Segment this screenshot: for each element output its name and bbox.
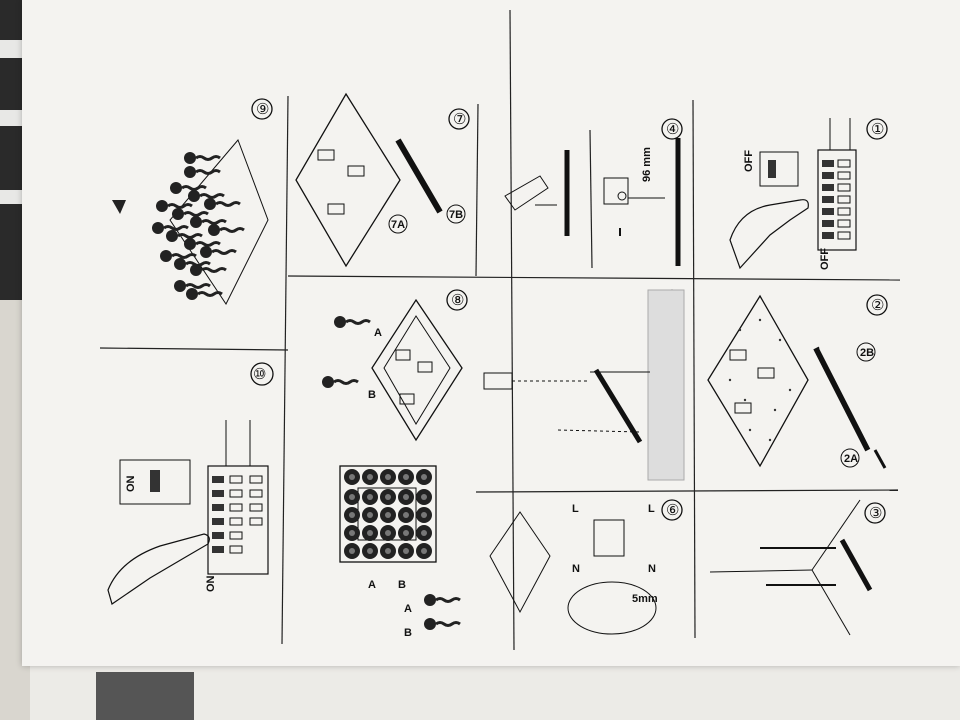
step-7-number: ⑦ — [453, 111, 466, 128]
label-b: B — [404, 627, 412, 639]
step-3-wires — [709, 499, 873, 636]
step-2a-label: 2A — [844, 453, 858, 465]
step-5-ceiling-bracket — [483, 289, 685, 481]
live-label: L — [648, 503, 655, 515]
label-a: A — [368, 579, 376, 591]
step-8-number: ⑧ — [451, 292, 464, 309]
off-label: OFF — [819, 248, 831, 270]
step-6-connector: L N L N 5mm — [489, 503, 658, 635]
strip-label: 5mm — [632, 593, 658, 605]
label-a: A — [374, 327, 382, 339]
off-label: OFF — [743, 150, 755, 172]
step-4-drill: 96 mm — [504, 138, 681, 266]
step-1-number: ① — [871, 121, 884, 138]
neutral-label: N — [572, 563, 580, 575]
step-3-number: ③ — [869, 505, 882, 522]
label-a: A — [404, 603, 412, 615]
step-7b-label: 7B — [449, 209, 463, 221]
step-1-breaker-off: OFF OFF — [729, 118, 857, 270]
step-9-number: ⑨ — [256, 101, 269, 118]
gray-block — [96, 672, 194, 720]
step-7-plate: 7A 7B — [295, 92, 466, 268]
label-b: B — [368, 389, 376, 401]
step-9-chandelier — [112, 139, 269, 305]
label-b: B — [398, 579, 406, 591]
step-10-breaker-on: ON ON — [107, 420, 269, 605]
on-label: ON — [205, 575, 217, 592]
step-10-number: ⑩ — [253, 366, 266, 383]
step-2-number: ② — [871, 297, 884, 314]
neutral-label: N — [648, 563, 656, 575]
step-6-number: ⑥ — [666, 502, 679, 519]
step-2-mount-plate: 2B 2A — [707, 294, 887, 469]
dimension-label: 96 mm — [641, 147, 653, 182]
step-4-number: ④ — [666, 121, 679, 138]
step-7a-label: 7A — [391, 219, 405, 231]
step-2b-label: 2B — [860, 347, 874, 359]
live-label: L — [572, 503, 579, 515]
on-label: ON — [125, 475, 137, 492]
panel-grid — [99, 9, 901, 651]
step-8-assembly: A B A B A B — [320, 298, 463, 639]
